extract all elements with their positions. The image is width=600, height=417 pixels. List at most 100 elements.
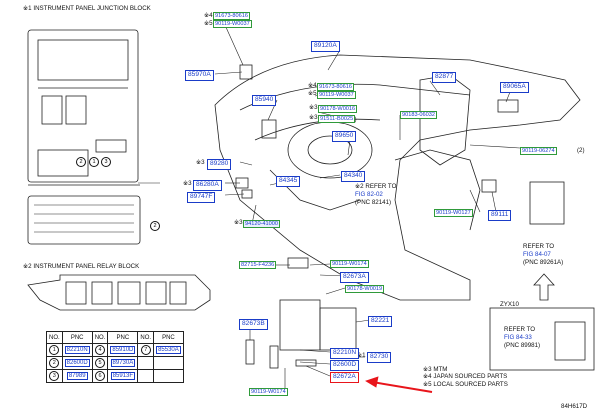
- junction-block-heading: ※1 INSTRUMENT PANEL JUNCTION BLOCK: [23, 5, 151, 12]
- marker: (2): [577, 147, 585, 154]
- table-header: NO.: [137, 331, 155, 344]
- marker: ※4: [204, 12, 213, 19]
- pnc-table: NO. PNC NO. PNC NO. PNC 1 82210N 4 85910…: [46, 331, 184, 383]
- refer-note-3: REFER TO FIG 84-33 (PNC 89981): [504, 326, 541, 349]
- junction-block-connector: [27, 195, 141, 245]
- table-cell-pnc[interactable]: 82600D: [61, 356, 93, 370]
- block-num-1: 1: [89, 150, 99, 168]
- callout-82715-f4236[interactable]: 82715-F4236: [239, 261, 277, 270]
- callout-90119-w0037[interactable]: 90119-W0037: [317, 91, 356, 100]
- dashboard-body: [214, 54, 581, 301]
- callout-89747f[interactable]: 89747F: [187, 192, 216, 203]
- table-cell-pnc: [153, 369, 184, 383]
- callout-84340[interactable]: 84340: [341, 171, 366, 182]
- table-cell-no: 3: [46, 369, 63, 383]
- table-cell-no: [137, 356, 155, 370]
- marker: ※3: [309, 114, 318, 121]
- callout-90183-06032[interactable]: 90183-06032: [400, 111, 437, 120]
- table-cell-pnc: [153, 356, 184, 370]
- ecu-module: [279, 299, 321, 351]
- refer-note-2: REFER TO FIG 84-07 (PNC 89261A): [523, 243, 564, 266]
- refer-link[interactable]: FIG 82-02: [355, 190, 383, 198]
- zyx10-box: [489, 307, 595, 371]
- marker: ※3: [183, 180, 192, 187]
- center-module: [419, 74, 471, 166]
- relay-block-outline: [27, 274, 211, 311]
- callout-82673a[interactable]: 82673A: [340, 272, 369, 283]
- callout-90119-w0127[interactable]: 90119-W0127: [434, 209, 473, 218]
- table-cell-pnc[interactable]: 82210N: [61, 343, 93, 357]
- table-row: 3 87989 6 85913F: [46, 369, 184, 383]
- table-row: 2 82600D 5 89730A: [46, 356, 184, 370]
- marker: ※5: [204, 20, 213, 27]
- callout-91511-b0025[interactable]: 91511-B0025: [318, 115, 356, 124]
- callout-90119-w0037[interactable]: 90119-W0037: [213, 20, 252, 29]
- table-header: NO.: [46, 331, 63, 344]
- callout-89280[interactable]: 89280: [207, 159, 232, 170]
- callout-90119-w0174[interactable]: 90119-W0174: [330, 260, 369, 269]
- callout-91673-80616[interactable]: 91673-80616: [213, 12, 250, 21]
- table-cell-pnc[interactable]: 89730A: [107, 356, 139, 370]
- callout-82221[interactable]: 82221: [368, 316, 393, 327]
- callout-89650[interactable]: 89650: [332, 131, 357, 142]
- table-cell-no: 2: [46, 356, 63, 370]
- right-module: [529, 181, 565, 225]
- refer-note-1: ※2 REFER TO FIG 82-02 (PNC 82141): [355, 183, 397, 206]
- callout-82600d[interactable]: 82600D: [330, 360, 360, 371]
- block-num-3: 3: [101, 150, 111, 168]
- marker: ※3: [309, 104, 318, 111]
- steering-area: [287, 121, 373, 179]
- table-cell-no: 4: [91, 343, 109, 357]
- legend: ※3 MTM ※4 JAPAN SOURCED PARTS ※5 LOCAL S…: [423, 366, 508, 388]
- block-num-2: 2: [76, 150, 86, 168]
- table-cell-no: 5: [91, 356, 109, 370]
- table-header: PNC: [61, 331, 93, 344]
- refer-link[interactable]: FIG 84-33: [504, 333, 532, 341]
- junction-block-outline: [27, 29, 139, 183]
- marker: ※1: [357, 352, 366, 359]
- callout-82210n[interactable]: 82210N: [330, 348, 360, 359]
- marker: ※4: [308, 82, 317, 89]
- callout-90119-06274[interactable]: 90119-06274: [520, 147, 557, 156]
- table-cell-pnc[interactable]: 85910D: [107, 343, 139, 357]
- table-row: 1 82210N 4 85910D 7 85530A: [46, 343, 184, 357]
- table-header: PNC: [153, 331, 184, 344]
- callout-90119-w0174[interactable]: 90119-W0174: [249, 388, 288, 397]
- table-header: PNC: [107, 331, 139, 344]
- callout-84345[interactable]: 84345: [276, 176, 301, 187]
- callout-85970a[interactable]: 85970A: [185, 70, 214, 81]
- table-cell-pnc[interactable]: 85913F: [107, 369, 139, 383]
- table-cell-pnc[interactable]: 85530A: [153, 343, 184, 357]
- callout-89111[interactable]: 89111: [488, 210, 512, 221]
- zyx10-module: [554, 321, 586, 361]
- table-header: NO.: [91, 331, 109, 344]
- callout-82877[interactable]: 82877: [432, 72, 457, 83]
- relay-block-heading: ※2 INSTRUMENT PANEL RELAY BLOCK: [23, 263, 140, 270]
- callout-82673b[interactable]: 82673B: [239, 319, 268, 330]
- callout-90178-w0019[interactable]: 90178-W0019: [345, 285, 385, 294]
- callout-85940[interactable]: 85940: [252, 95, 277, 106]
- table-cell-no: 6: [91, 369, 109, 383]
- callout-90178-w0016[interactable]: 90178-W0016: [318, 105, 358, 114]
- callout-89065a[interactable]: 89065A: [500, 82, 529, 93]
- callout-86280a[interactable]: 86280A: [193, 180, 222, 191]
- table-header-row: NO. PNC NO. PNC NO. PNC: [46, 331, 184, 344]
- marker: ※3: [234, 219, 243, 226]
- marker: ※3: [196, 159, 205, 166]
- callout-91673-80616[interactable]: 91673-80616: [317, 83, 354, 92]
- table-cell-no: 1: [46, 343, 63, 357]
- table-cell-no: [137, 369, 155, 383]
- callout-94120-41000[interactable]: 94120-41000: [243, 220, 280, 229]
- block-num-2b: 2: [150, 214, 160, 232]
- figure-id: 84H617D: [561, 403, 588, 410]
- refer-link[interactable]: FIG 84-07: [523, 250, 551, 258]
- table-cell-no: 7: [137, 343, 155, 357]
- callout-89120a[interactable]: 89120A: [311, 41, 340, 52]
- zyx10-label: ZYX10: [500, 301, 519, 308]
- callout-82730[interactable]: 82730: [367, 352, 392, 363]
- marker: ※5: [308, 90, 317, 97]
- callout-82672a-highlighted[interactable]: 82672A: [330, 372, 359, 383]
- table-cell-pnc[interactable]: 87989: [61, 369, 93, 383]
